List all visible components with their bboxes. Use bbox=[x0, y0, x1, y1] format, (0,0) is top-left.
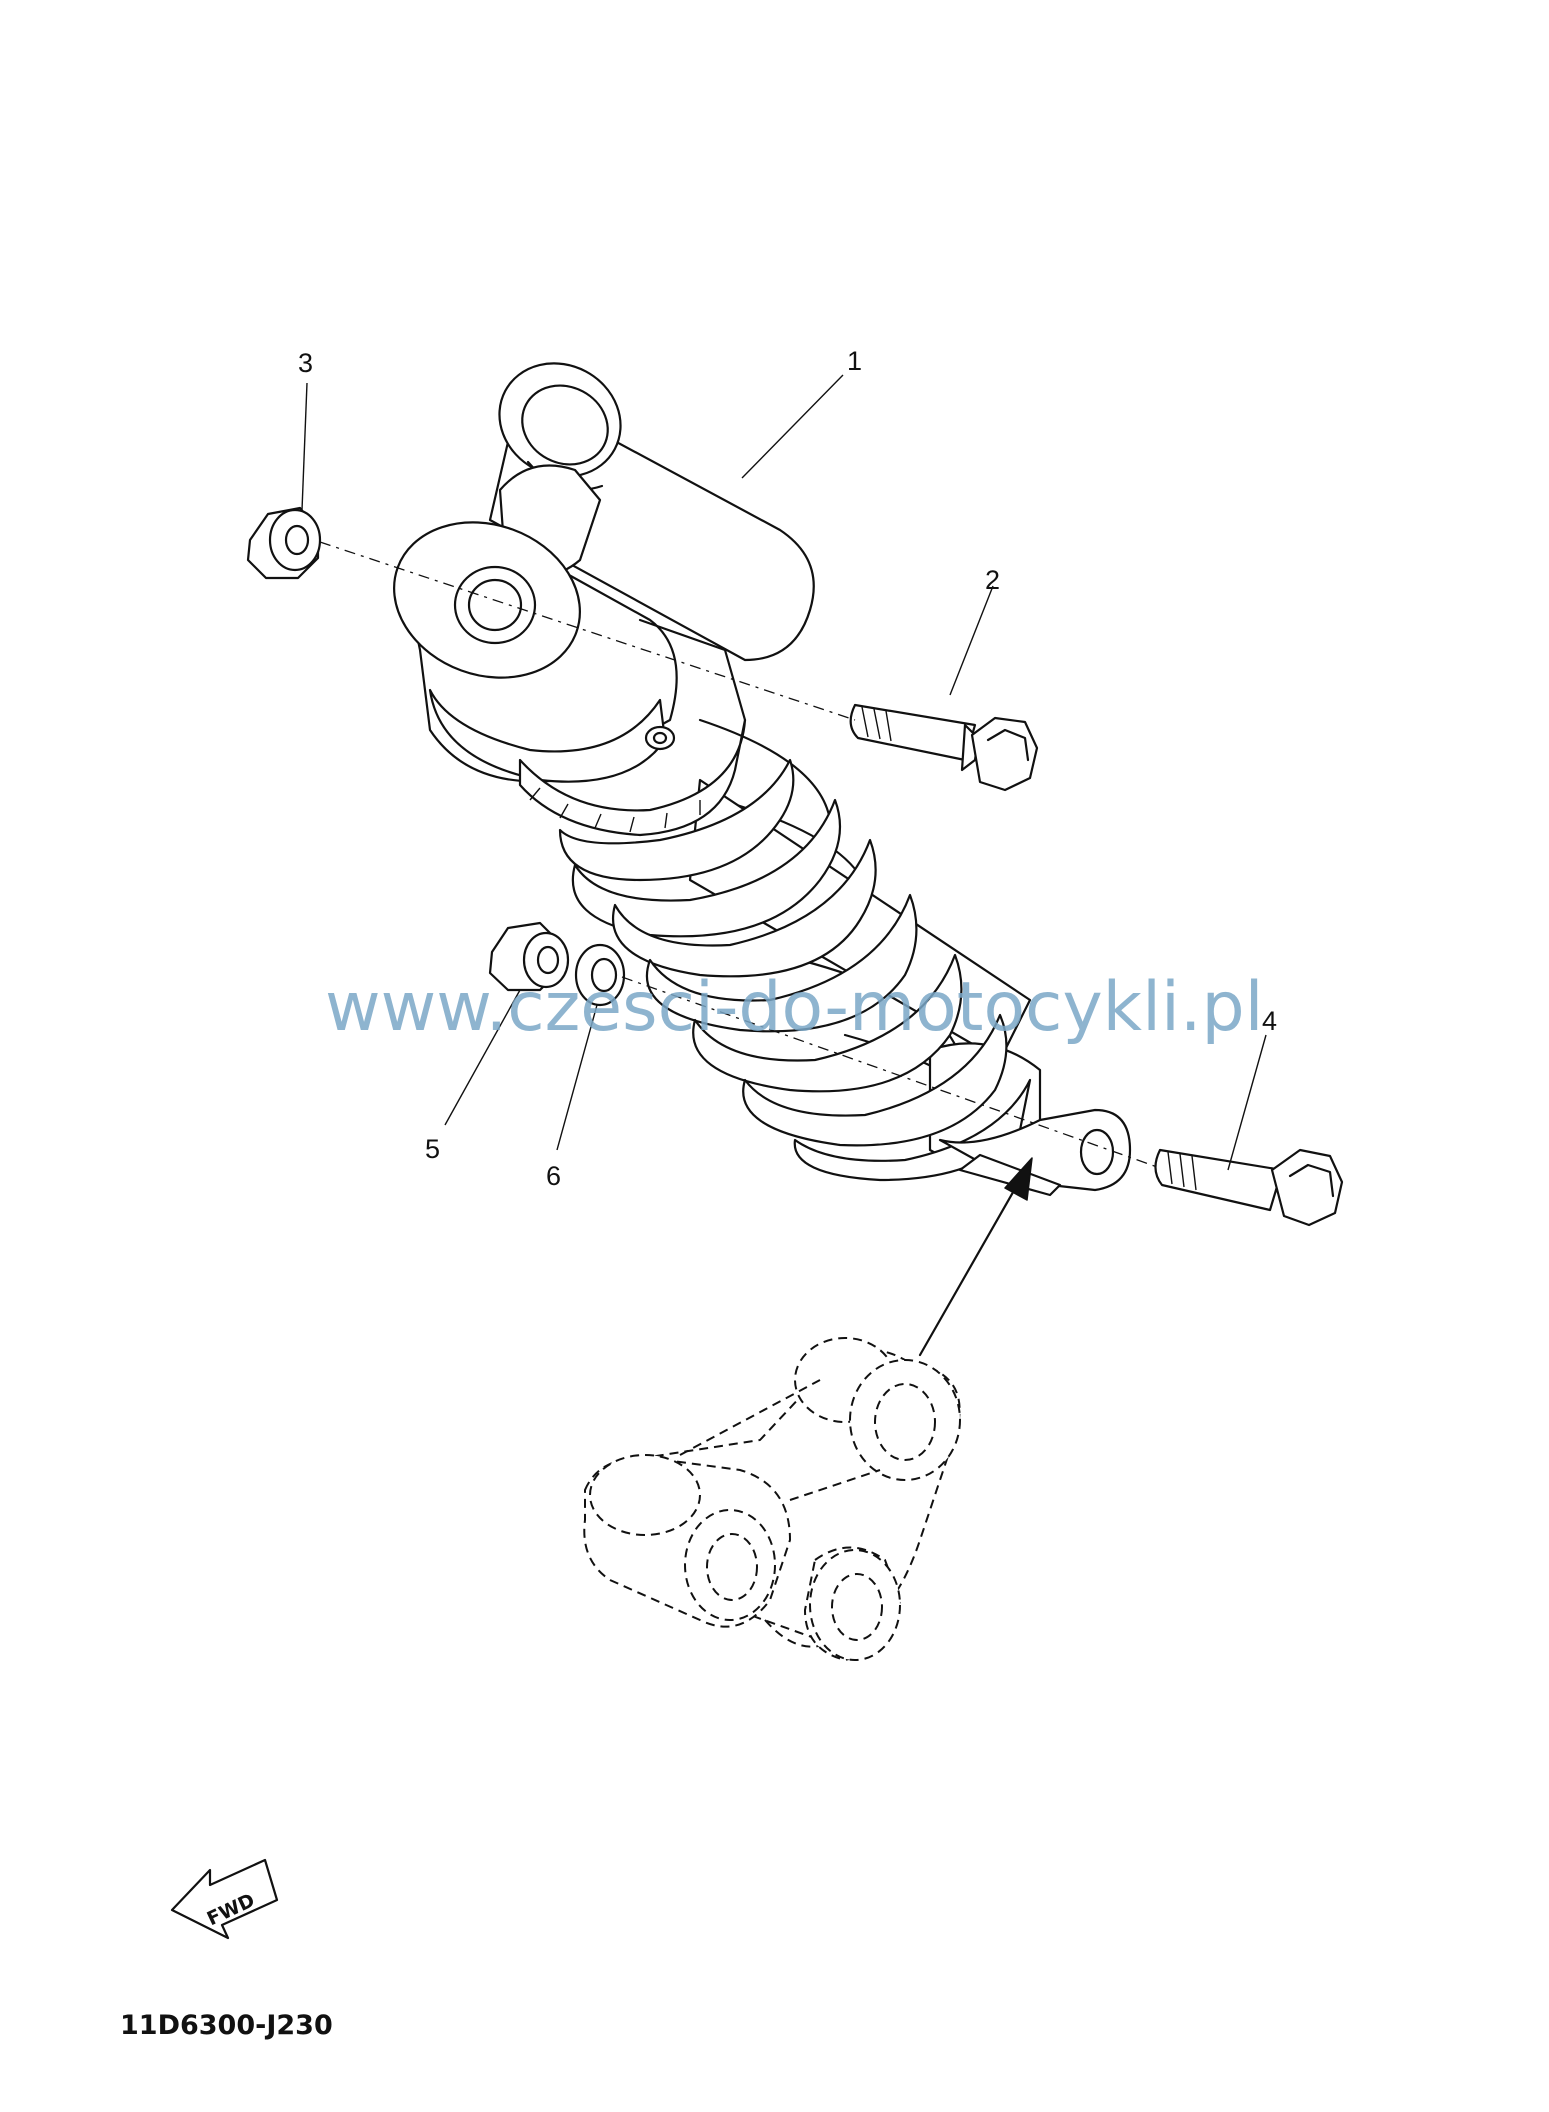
shock-reservoir bbox=[488, 362, 815, 662]
diagram-code: 11D6300-J230 bbox=[120, 2010, 333, 2041]
callout-5: 5 bbox=[425, 1134, 440, 1164]
relay-arm-phantom bbox=[583, 1337, 961, 1662]
part-6-washer bbox=[574, 943, 626, 1007]
callout-3: 3 bbox=[298, 348, 313, 378]
shock-lower-clevis bbox=[938, 1108, 1132, 1197]
callout-2: 2 bbox=[985, 565, 1000, 595]
watermark: www.czesci-do-motocykli.pl bbox=[325, 968, 1264, 1047]
part-2-upper-bolt bbox=[849, 703, 1039, 792]
shock-upper-mount bbox=[393, 464, 747, 837]
part-5-nut bbox=[488, 921, 570, 992]
part-4-lower-bolt bbox=[1154, 1148, 1344, 1227]
callout-6: 6 bbox=[546, 1161, 561, 1191]
callout-4: 4 bbox=[1262, 1006, 1277, 1036]
assembly-arrow bbox=[918, 1157, 1033, 1357]
part-3-nut bbox=[246, 506, 322, 580]
fwd-arrow-icon: FWD bbox=[170, 1858, 279, 1940]
callout-1: 1 bbox=[847, 346, 862, 376]
leader-lines bbox=[301, 374, 1267, 1171]
center-lines bbox=[319, 541, 1161, 1169]
